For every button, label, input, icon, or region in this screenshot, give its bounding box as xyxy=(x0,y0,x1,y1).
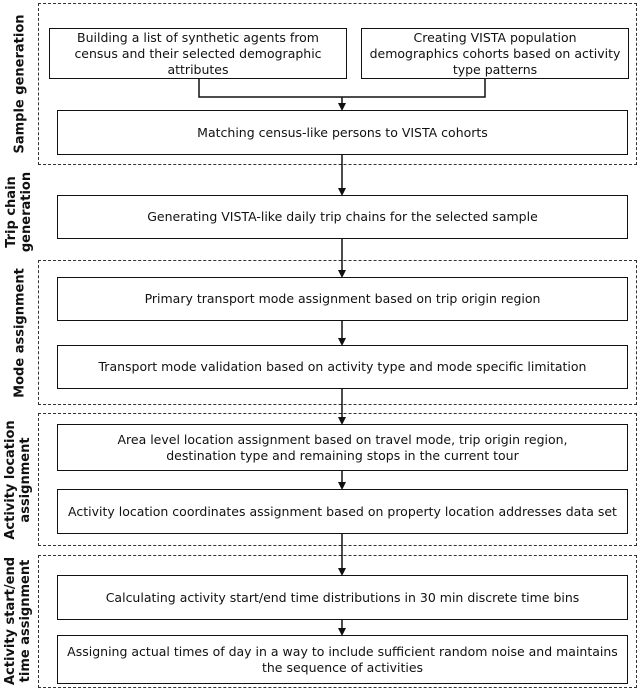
box-primary-mode: Primary transport mode assignment based … xyxy=(57,277,628,321)
box-census-agents: Building a list of synthetic agents from… xyxy=(49,28,347,79)
box-time-distributions: Calculating activity start/end time dist… xyxy=(57,575,628,620)
box-actual-times: Assigning actual times of day in a way t… xyxy=(57,635,628,684)
box-mode-validation: Transport mode validation based on activ… xyxy=(57,345,628,389)
box-trip-chains: Generating VISTA-like daily trip chains … xyxy=(57,195,628,239)
stage-sample-generation xyxy=(38,3,637,165)
stage-label-trip: Trip chain generation xyxy=(4,171,34,253)
box-vista-cohorts: Creating VISTA population demographics c… xyxy=(361,28,629,79)
stage-activity-time-assignment xyxy=(38,555,637,688)
stage-mode-assignment xyxy=(38,260,637,405)
box-matching: Matching census-like persons to VISTA co… xyxy=(57,110,628,155)
stage-label-mode: Mode assignment xyxy=(12,268,28,398)
stage-label-sample: Sample generation xyxy=(12,14,28,154)
stage-activity-location-assignment xyxy=(38,413,637,546)
box-area-level-location: Area level location assignment based on … xyxy=(57,424,628,471)
stage-label-time: Activity start/end time assignment xyxy=(3,556,33,686)
stage-label-location: Activity location assignment xyxy=(3,420,33,540)
box-location-coordinates: Activity location coordinates assignment… xyxy=(57,489,628,534)
